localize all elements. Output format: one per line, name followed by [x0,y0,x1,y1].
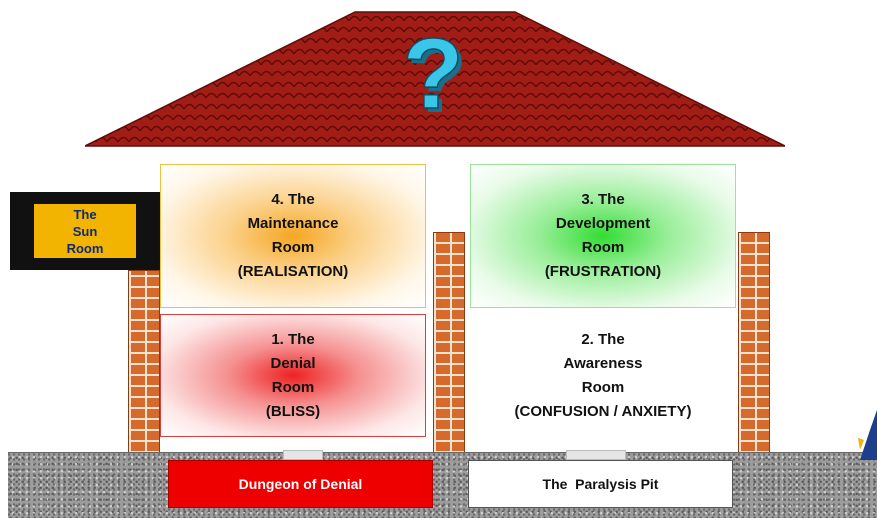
room-awareness-label: 2. The Awareness Room (CONFUSION / ANXIE… [514,330,692,420]
right-step [566,450,626,460]
dungeon-of-denial-box: Dungeon of Denial [168,460,433,508]
paralysis-pit-label: The Paralysis Pit [542,476,659,492]
svg-text:?: ? [406,22,467,134]
right-brick-pillar [738,232,770,454]
question-mark-icon: ? ? [402,17,468,134]
dungeon-of-denial-label: Dungeon of Denial [238,476,363,492]
svg-text:?: ? [402,18,463,130]
ground-foundation [8,452,877,518]
center-brick-pillar [433,232,465,454]
edge-decoration [858,410,877,460]
sun-room-label: The Sun Room [32,202,138,260]
room-awareness: 2. The Awareness Room (CONFUSION / ANXIE… [470,314,736,437]
roof-shape [85,11,785,147]
left-step [283,450,323,460]
paralysis-pit-box: The Paralysis Pit [468,460,733,508]
room-denial-label: 1. The Denial Room (BLISS) [265,330,321,420]
room-development-label: 3. The Development Room (FRUSTRATION) [544,191,662,280]
room-maintenance: 4. The Maintenance Room (REALISATION) [160,164,426,308]
roof: ? ? [85,11,785,147]
sun-room: The Sun Room [10,192,160,270]
room-maintenance-label: 4. The Maintenance Room (REALISATION) [237,191,349,280]
left-brick-pillar [128,270,160,454]
room-development: 3. The Development Room (FRUSTRATION) [470,164,736,308]
room-denial: 1. The Denial Room (BLISS) [160,314,426,437]
